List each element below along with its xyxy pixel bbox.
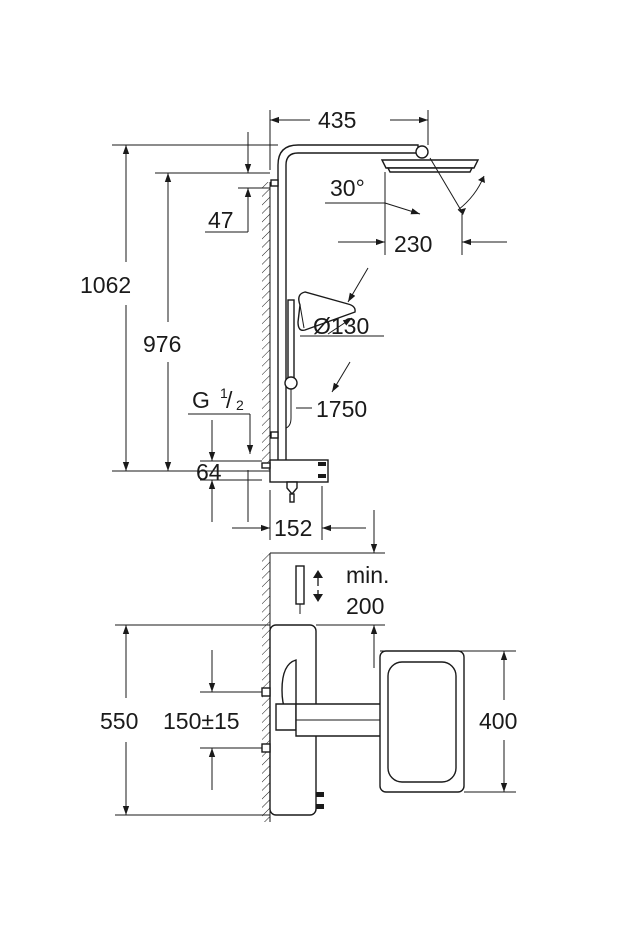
dim-152-label: 152 (274, 515, 312, 541)
dim-64-label: 64 (196, 459, 222, 485)
dim-550-label: 550 (100, 708, 138, 734)
dim-1062: 1062 (80, 144, 278, 472)
dim-30deg-label: 30° (330, 175, 365, 201)
dim-1750-label: 1750 (316, 396, 367, 422)
g-thread-label: G (192, 387, 210, 413)
dim-435-label: 435 (318, 107, 356, 133)
dim-47-label: 47 (208, 207, 234, 233)
dim-550: 550 (100, 624, 270, 816)
front-view: 435 30° 230 1062 976 (80, 107, 507, 541)
dim-435: 435 (269, 107, 429, 170)
g-thread-slash: / (226, 387, 233, 413)
dim-150: 150±15 (163, 650, 262, 790)
g-thread-denominator: 2 (236, 397, 244, 413)
dim-130: Ø130 (300, 267, 384, 339)
dim-1750: 1750 (296, 361, 367, 422)
dim-1062-label: 1062 (80, 272, 131, 298)
tray-top-view (379, 650, 516, 793)
dim-400: 400 (479, 651, 517, 792)
g-thread-numerator: 1 (220, 385, 228, 401)
dim-150-label: 150±15 (163, 708, 240, 734)
wall-front (262, 182, 271, 470)
dim-400-label: 400 (479, 708, 517, 734)
dim-976-label: 976 (143, 331, 181, 357)
dim-130-label: Ø130 (313, 313, 369, 339)
dim-30deg: 30° (325, 175, 421, 215)
dim-152: 152 (232, 470, 366, 541)
thermostat-front (261, 459, 329, 503)
dim-976: 976 (143, 172, 270, 471)
dim-230: 230 (338, 172, 507, 257)
dim-47: 47 (205, 132, 270, 233)
dim-200-label: 200 (346, 593, 384, 619)
dim-g-half: G 1 / 2 (188, 385, 254, 454)
dim-min-200: min. 200 (270, 510, 389, 668)
head-shower (380, 145, 485, 215)
min-label: min. (346, 562, 389, 588)
dim-64: 64 (196, 420, 262, 522)
hand-shower (284, 291, 356, 429)
dim-230-label: 230 (394, 231, 432, 257)
install-view: min. 200 (100, 510, 517, 822)
